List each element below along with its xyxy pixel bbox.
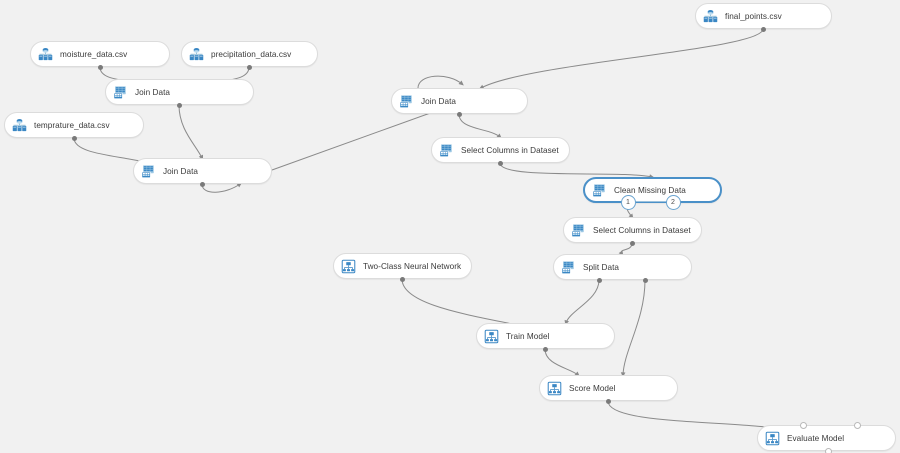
- output-port-select1[interactable]: [497, 160, 503, 166]
- select-icon: [439, 143, 452, 157]
- node-label: Join Data: [421, 96, 457, 106]
- edge-train-to-score[interactable]: [544, 348, 580, 377]
- dataset-icon: [703, 9, 718, 22]
- edge-join2-to-join2self[interactable]: [201, 182, 242, 193]
- node-label: Join Data: [163, 166, 199, 176]
- node-label: precipitation_data.csv: [211, 49, 292, 59]
- output-port-precipitation[interactable]: [246, 64, 252, 70]
- node-evaluate[interactable]: Evaluate Model: [757, 425, 896, 451]
- join-icon: [399, 94, 412, 108]
- port-connector-bar: [627, 201, 672, 202]
- output-port-split_right[interactable]: [642, 277, 648, 283]
- output-port-join2[interactable]: [199, 181, 205, 187]
- model-icon: [765, 431, 780, 445]
- dataset-icon: [189, 47, 204, 60]
- numbered-output-port-2[interactable]: 2: [665, 194, 681, 210]
- output-port-join1[interactable]: [176, 102, 182, 108]
- edge-finalpoints-to-join3[interactable]: [478, 28, 764, 90]
- join-icon: [141, 164, 154, 178]
- edge-split_left-to-train[interactable]: [564, 279, 600, 326]
- node-label: Select Columns in Dataset: [593, 225, 691, 235]
- node-nn[interactable]: Two-Class Neural Network: [333, 253, 472, 279]
- port-evaluate-1[interactable]: [853, 421, 861, 429]
- output-port-train[interactable]: [542, 346, 548, 352]
- port-evaluate-0[interactable]: [799, 421, 807, 429]
- node-label: moisture_data.csv: [60, 49, 128, 59]
- node-clean[interactable]: Clean Missing Data: [583, 177, 722, 203]
- node-select2[interactable]: Select Columns in Dataset: [563, 217, 702, 243]
- edge-nn-to-train[interactable]: [401, 278, 525, 328]
- node-label: Clean Missing Data: [614, 185, 686, 195]
- node-select1[interactable]: Select Columns in Dataset: [431, 137, 570, 163]
- output-port-select2[interactable]: [629, 240, 635, 246]
- dataset-icon: [12, 118, 27, 131]
- node-label: Score Model: [569, 383, 616, 393]
- node-score[interactable]: Score Model: [539, 375, 678, 401]
- node-join3[interactable]: Join Data: [391, 88, 528, 114]
- model-icon: [341, 259, 356, 273]
- node-temprature[interactable]: temprature_data.csv: [4, 112, 144, 138]
- node-label: Two-Class Neural Network: [363, 261, 462, 271]
- node-train[interactable]: Train Model: [476, 323, 615, 349]
- node-split[interactable]: Split Data: [553, 254, 692, 280]
- node-precipitation[interactable]: precipitation_data.csv: [181, 41, 318, 67]
- output-port-split_left[interactable]: [596, 277, 602, 283]
- model-icon: [484, 329, 499, 343]
- node-join2[interactable]: Join Data: [133, 158, 272, 184]
- output-port-temprature[interactable]: [71, 135, 77, 141]
- node-moisture[interactable]: moisture_data.csv: [30, 41, 170, 67]
- model-icon: [547, 381, 562, 395]
- node-label: Join Data: [135, 87, 171, 97]
- edge-join1-to-join2[interactable]: [178, 104, 204, 161]
- output-port-score[interactable]: [605, 398, 611, 404]
- node-label: final_points.csv: [725, 11, 782, 21]
- node-join1[interactable]: Join Data: [105, 79, 254, 105]
- numbered-output-port-1[interactable]: 1: [620, 194, 636, 210]
- join-icon: [113, 85, 126, 99]
- select-icon: [571, 223, 584, 237]
- node-label: Select Columns in Dataset: [461, 145, 559, 155]
- dataset-icon: [38, 47, 53, 60]
- output-port-nn[interactable]: [399, 276, 405, 282]
- edge-join3-to-select1[interactable]: [458, 113, 502, 139]
- node-label: Split Data: [583, 262, 619, 272]
- output-port-join3[interactable]: [456, 111, 462, 117]
- node-label: Train Model: [506, 331, 550, 341]
- node-finalpoints[interactable]: final_points.csv: [695, 3, 832, 29]
- port-evaluate-2[interactable]: [824, 447, 832, 453]
- edge-select1-to-clean[interactable]: [499, 162, 655, 179]
- edge-split_right-to-score[interactable]: [620, 279, 646, 378]
- output-port-moisture[interactable]: [97, 64, 103, 70]
- split-icon: [561, 260, 574, 274]
- clean-icon: [592, 183, 605, 197]
- edge-join3-to-join3self[interactable]: [417, 75, 464, 89]
- node-label: Evaluate Model: [787, 433, 845, 443]
- output-port-finalpoints[interactable]: [760, 26, 766, 32]
- node-label: temprature_data.csv: [34, 120, 110, 130]
